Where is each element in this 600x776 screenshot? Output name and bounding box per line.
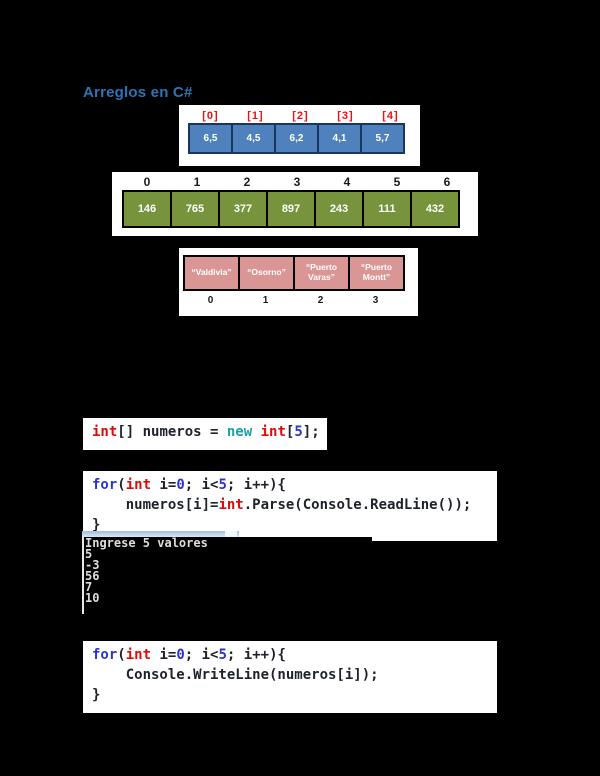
array-index-label: 2 xyxy=(243,175,251,189)
array-index-label: [1] xyxy=(247,110,264,122)
array-cell: “Puerto Montt” xyxy=(348,255,405,291)
array-index-label: 0 xyxy=(143,175,151,189)
console-line: -3 xyxy=(85,558,100,572)
code-token: int xyxy=(92,424,118,440)
array-index-label: 2 xyxy=(317,295,324,306)
code-output-loop: for(int i=0; i<5; i++){ Console.WriteLin… xyxy=(83,641,497,713)
array-index-label: [4] xyxy=(382,110,399,122)
array-index-label: 4 xyxy=(343,175,351,189)
code-token xyxy=(252,424,260,440)
array-index-label: 0 xyxy=(207,295,214,306)
code-token: ( xyxy=(117,477,126,493)
console-titlebar-highlight xyxy=(225,531,237,537)
array-index-label: 1 xyxy=(193,175,201,189)
array-cell: 765 xyxy=(170,190,220,228)
code-token: Console.WriteLine(numeros[i]); xyxy=(92,667,379,683)
code-token: 5 xyxy=(218,477,227,493)
code-token: 0 xyxy=(176,477,185,493)
code-line: for(int i=0; i<5; i++){ xyxy=(92,645,488,665)
array-cell: 432 xyxy=(410,190,460,228)
decimal-array-index-row: [0] [1] [2] [3] [4] xyxy=(179,110,420,122)
code-token: } xyxy=(92,517,101,533)
code-token: numeros[i]= xyxy=(92,497,219,513)
array-index-label: 1 xyxy=(262,295,269,306)
console-line: 7 xyxy=(85,580,93,594)
code-token: ( xyxy=(117,647,126,663)
code-line: } xyxy=(92,685,488,705)
array-cell: 6,5 xyxy=(188,123,233,154)
code-token: [ xyxy=(285,424,295,440)
code-token: ; i< xyxy=(184,647,219,663)
array-cell: “Valdivia” xyxy=(183,255,240,291)
code-token: ; i++){ xyxy=(226,647,286,663)
string-array-diagram: “Valdivia”“Osorno”“Puerto Varas”“Puerto … xyxy=(179,248,418,316)
code-line: } xyxy=(92,515,488,535)
code-line: for(int i=0; i<5; i++){ xyxy=(92,475,488,495)
array-index-label: 3 xyxy=(372,295,379,306)
code-token: new xyxy=(226,424,253,440)
code-token: ; i< xyxy=(184,477,219,493)
page-title: Arreglos en C# xyxy=(83,84,193,101)
array-cell: 6,2 xyxy=(274,123,319,154)
code-input-loop: for(int i=0; i<5; i++){ numeros[i]=int.P… xyxy=(83,471,497,541)
code-line: numeros[i]=int.Parse(Console.ReadLine())… xyxy=(92,495,488,515)
string-array-cell-row: “Valdivia”“Osorno”“Puerto Varas”“Puerto … xyxy=(179,255,418,291)
console-line: 5 xyxy=(85,547,93,561)
array-index-label: [3] xyxy=(337,110,354,122)
array-index-label: [0] xyxy=(202,110,219,122)
code-token: int xyxy=(125,647,152,663)
console-line: 10 xyxy=(85,591,100,605)
console-titlebar xyxy=(82,531,239,537)
array-cell: “Osorno” xyxy=(238,255,295,291)
array-cell: 4,1 xyxy=(317,123,362,154)
array-index-label: 5 xyxy=(393,175,401,189)
code-token: int xyxy=(260,424,286,440)
array-cell: 243 xyxy=(314,190,364,228)
code-token: i= xyxy=(151,477,177,493)
code-token: ]; xyxy=(302,424,320,440)
array-cell: 897 xyxy=(266,190,316,228)
code-token: int xyxy=(218,497,244,513)
code-token: [] numeros = xyxy=(117,424,227,440)
code-array-declaration: int[] numeros = new int[5]; xyxy=(83,418,327,450)
code-token: for xyxy=(92,477,118,493)
code-token: .Parse(Console.ReadLine()); xyxy=(243,497,472,513)
code-token: 5 xyxy=(294,424,303,440)
console-line: 56 xyxy=(85,569,100,583)
code-token: 0 xyxy=(176,647,185,663)
array-cell: 146 xyxy=(122,190,172,228)
array-cell: 5,7 xyxy=(360,123,405,154)
array-cell: 4,5 xyxy=(231,123,276,154)
code-token: 5 xyxy=(218,647,227,663)
array-index-label: 6 xyxy=(443,175,451,189)
code-token: ; i++){ xyxy=(226,477,286,493)
code-line: int[] numeros = new int[5]; xyxy=(92,422,320,442)
code-line: Console.WriteLine(numeros[i]); xyxy=(92,665,488,685)
code-token: for xyxy=(92,647,118,663)
array-cell: 111 xyxy=(362,190,412,228)
integer-array-index-row: 0 1 2 3 4 5 6 xyxy=(112,175,478,189)
array-index-label: 3 xyxy=(293,175,301,189)
code-token: i= xyxy=(151,647,177,663)
array-cell: “Puerto Varas” xyxy=(293,255,350,291)
array-index-label: [2] xyxy=(292,110,309,122)
code-token: int xyxy=(125,477,152,493)
code-token: } xyxy=(92,687,101,703)
array-cell: 377 xyxy=(218,190,268,228)
string-array-index-row: 0 1 2 3 xyxy=(179,295,418,306)
console-line: Ingrese 5 valores xyxy=(85,536,208,550)
